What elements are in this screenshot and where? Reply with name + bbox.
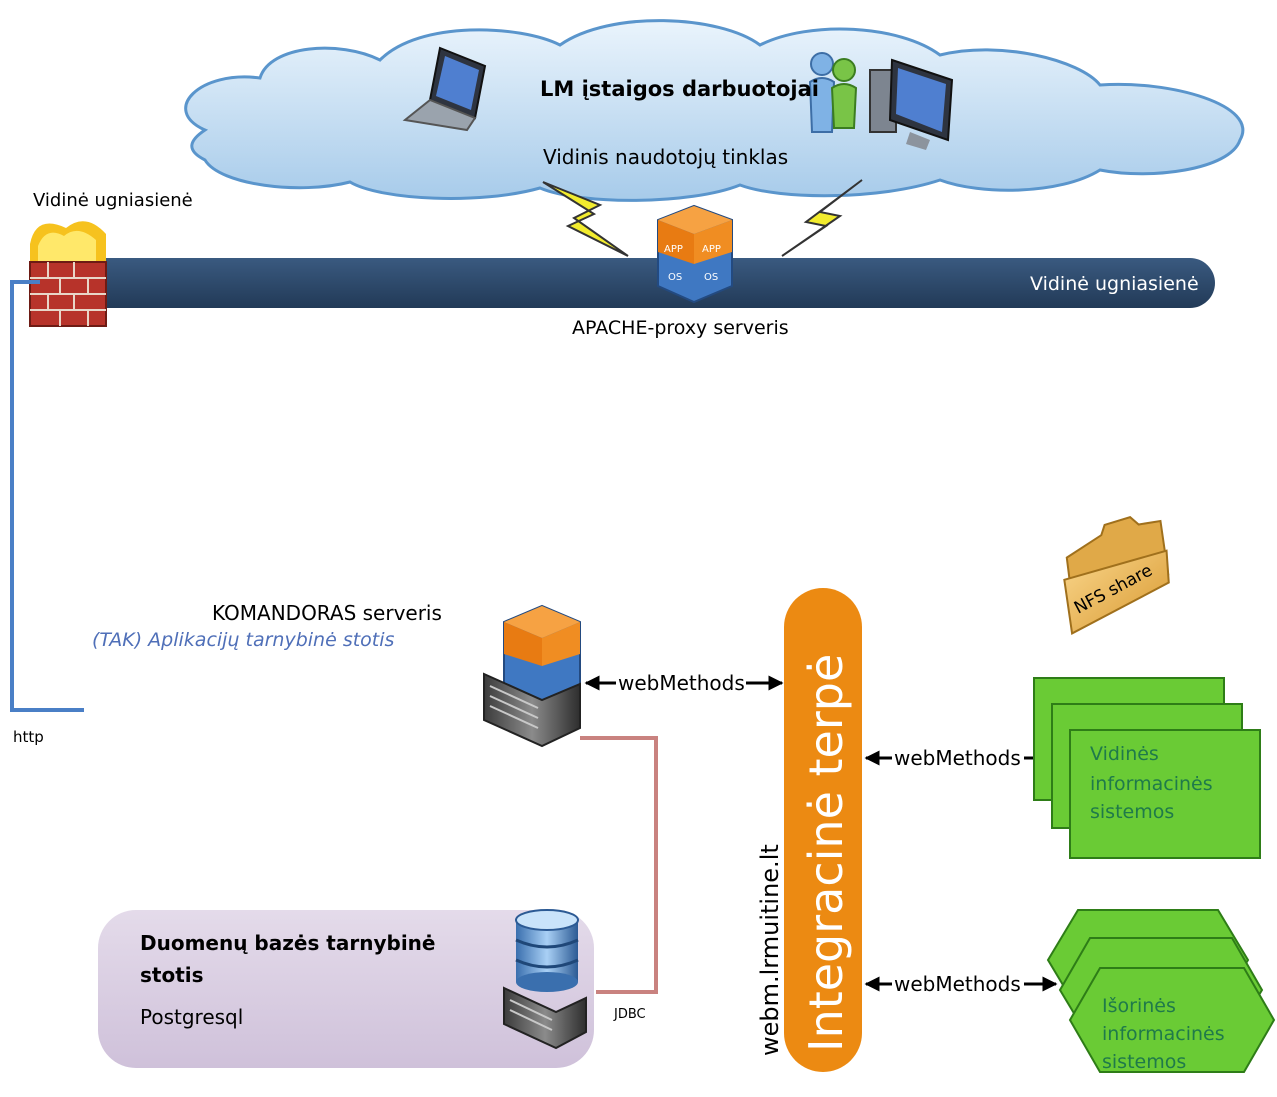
app-badge: APP bbox=[664, 244, 683, 255]
integration-host: webm.lrmuitine.lt bbox=[756, 844, 784, 1056]
user-network-cloud bbox=[184, 19, 1245, 202]
internal-systems-stack bbox=[1033, 677, 1261, 859]
internal-systems-line2: informacinės bbox=[1090, 773, 1213, 795]
lightning-bolt-icon bbox=[781, 179, 863, 257]
external-systems-line2: informacinės bbox=[1102, 1023, 1225, 1045]
firewall-label: Vidinė ugniasienė bbox=[33, 190, 193, 211]
webmethods-label-group: webMethods webMethods webMethods bbox=[616, 671, 1024, 996]
firewall-icon bbox=[29, 221, 107, 327]
jdbc-label: JDBC bbox=[613, 1007, 646, 1022]
firewall-bar-label: Vidinė ugniasienė bbox=[1030, 273, 1199, 295]
http-label: http bbox=[13, 728, 44, 746]
internal-network-bar bbox=[60, 258, 1215, 308]
external-systems-stack bbox=[1046, 909, 1276, 1073]
jdbc-connection-line bbox=[580, 736, 658, 994]
webmethods-label-internal: webMethods bbox=[894, 746, 1021, 770]
cloud-title: LM įstaigos darbuotojai bbox=[540, 77, 819, 101]
users-icon bbox=[808, 52, 858, 133]
integration-label: Integracinė terpė bbox=[799, 654, 853, 1052]
http-connection-line bbox=[10, 280, 84, 712]
laptop-icon bbox=[402, 46, 487, 132]
database-engine: Postgresql bbox=[140, 1005, 243, 1029]
komandoras-server-icon bbox=[483, 604, 581, 748]
external-systems-line1: Išorinės bbox=[1102, 995, 1176, 1017]
internal-systems-line3: sistemos bbox=[1090, 801, 1174, 823]
cloud-network-label: Vidinis naudotojų tinklas bbox=[543, 145, 788, 169]
os-badge: OS bbox=[668, 272, 682, 283]
database-server-panel bbox=[98, 910, 594, 1068]
apache-proxy-server-icon: APP APP OS OS bbox=[657, 204, 733, 304]
external-systems-line3: sistemos bbox=[1102, 1051, 1186, 1073]
app-badge: APP bbox=[702, 244, 721, 255]
database-title-line1: Duomenų bazės tarnybinė bbox=[140, 931, 435, 955]
lightning-bolt-icon bbox=[542, 181, 629, 257]
database-title-line2: stotis bbox=[140, 963, 204, 987]
database-icon bbox=[503, 909, 587, 1050]
desktop-computer-icon bbox=[869, 58, 954, 150]
proxy-label: APACHE-proxy serveris bbox=[572, 317, 789, 339]
os-badge: OS bbox=[704, 272, 718, 283]
webmethods-label-komandoras: webMethods bbox=[618, 671, 745, 695]
integration-layer bbox=[784, 588, 862, 1072]
nfs-share-folder-icon bbox=[1063, 515, 1170, 635]
webmethods-label-external: webMethods bbox=[894, 972, 1021, 996]
komandoras-subtitle: (TAK) Aplikacijų tarnybinė stotis bbox=[92, 629, 395, 651]
komandoras-title: KOMANDORAS serveris bbox=[212, 601, 442, 625]
internal-systems-line1: Vidinės bbox=[1090, 743, 1159, 765]
